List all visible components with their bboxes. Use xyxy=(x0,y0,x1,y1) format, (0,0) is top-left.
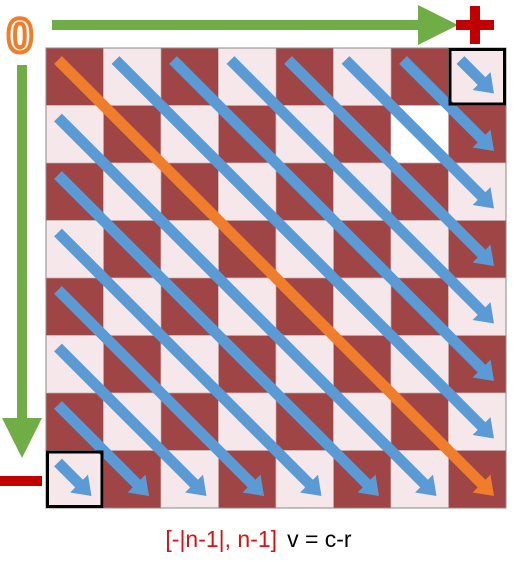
diagonal-arrow xyxy=(169,56,494,381)
diagonal-arrow xyxy=(54,228,322,496)
diagonal-arrow xyxy=(54,286,264,496)
zero-label: 0 xyxy=(7,10,34,63)
diagonal-arrow xyxy=(341,56,494,209)
diagonal-arrow xyxy=(54,458,92,496)
diagonal-arrow xyxy=(456,56,494,94)
diagonal-arrow xyxy=(111,56,494,439)
highlight-frames xyxy=(46,48,506,508)
diagonal-arrow xyxy=(54,343,207,496)
diagonal-arrows xyxy=(54,56,494,496)
diagonal-traversal-diagram: 0 xyxy=(0,5,507,509)
formula-label: v = c-r xyxy=(287,526,352,552)
diagonal-arrow xyxy=(226,56,494,324)
range-label: [-|n-1|, n-1] xyxy=(165,526,278,552)
caption: [-|n-1|, n-1] v = c-r xyxy=(0,524,517,554)
minus-icon xyxy=(0,476,42,486)
diagonal-arrow xyxy=(399,56,494,151)
diagonal-arrow xyxy=(54,113,437,496)
highlighted-cell-frame xyxy=(448,48,506,106)
main-diagonal-arrow xyxy=(54,56,494,496)
diagonal-arrow xyxy=(284,56,494,266)
diagonal-arrow xyxy=(54,171,379,496)
highlighted-cell-frame xyxy=(46,450,104,508)
plus-icon xyxy=(456,6,494,44)
diagonal-arrow xyxy=(54,401,149,496)
